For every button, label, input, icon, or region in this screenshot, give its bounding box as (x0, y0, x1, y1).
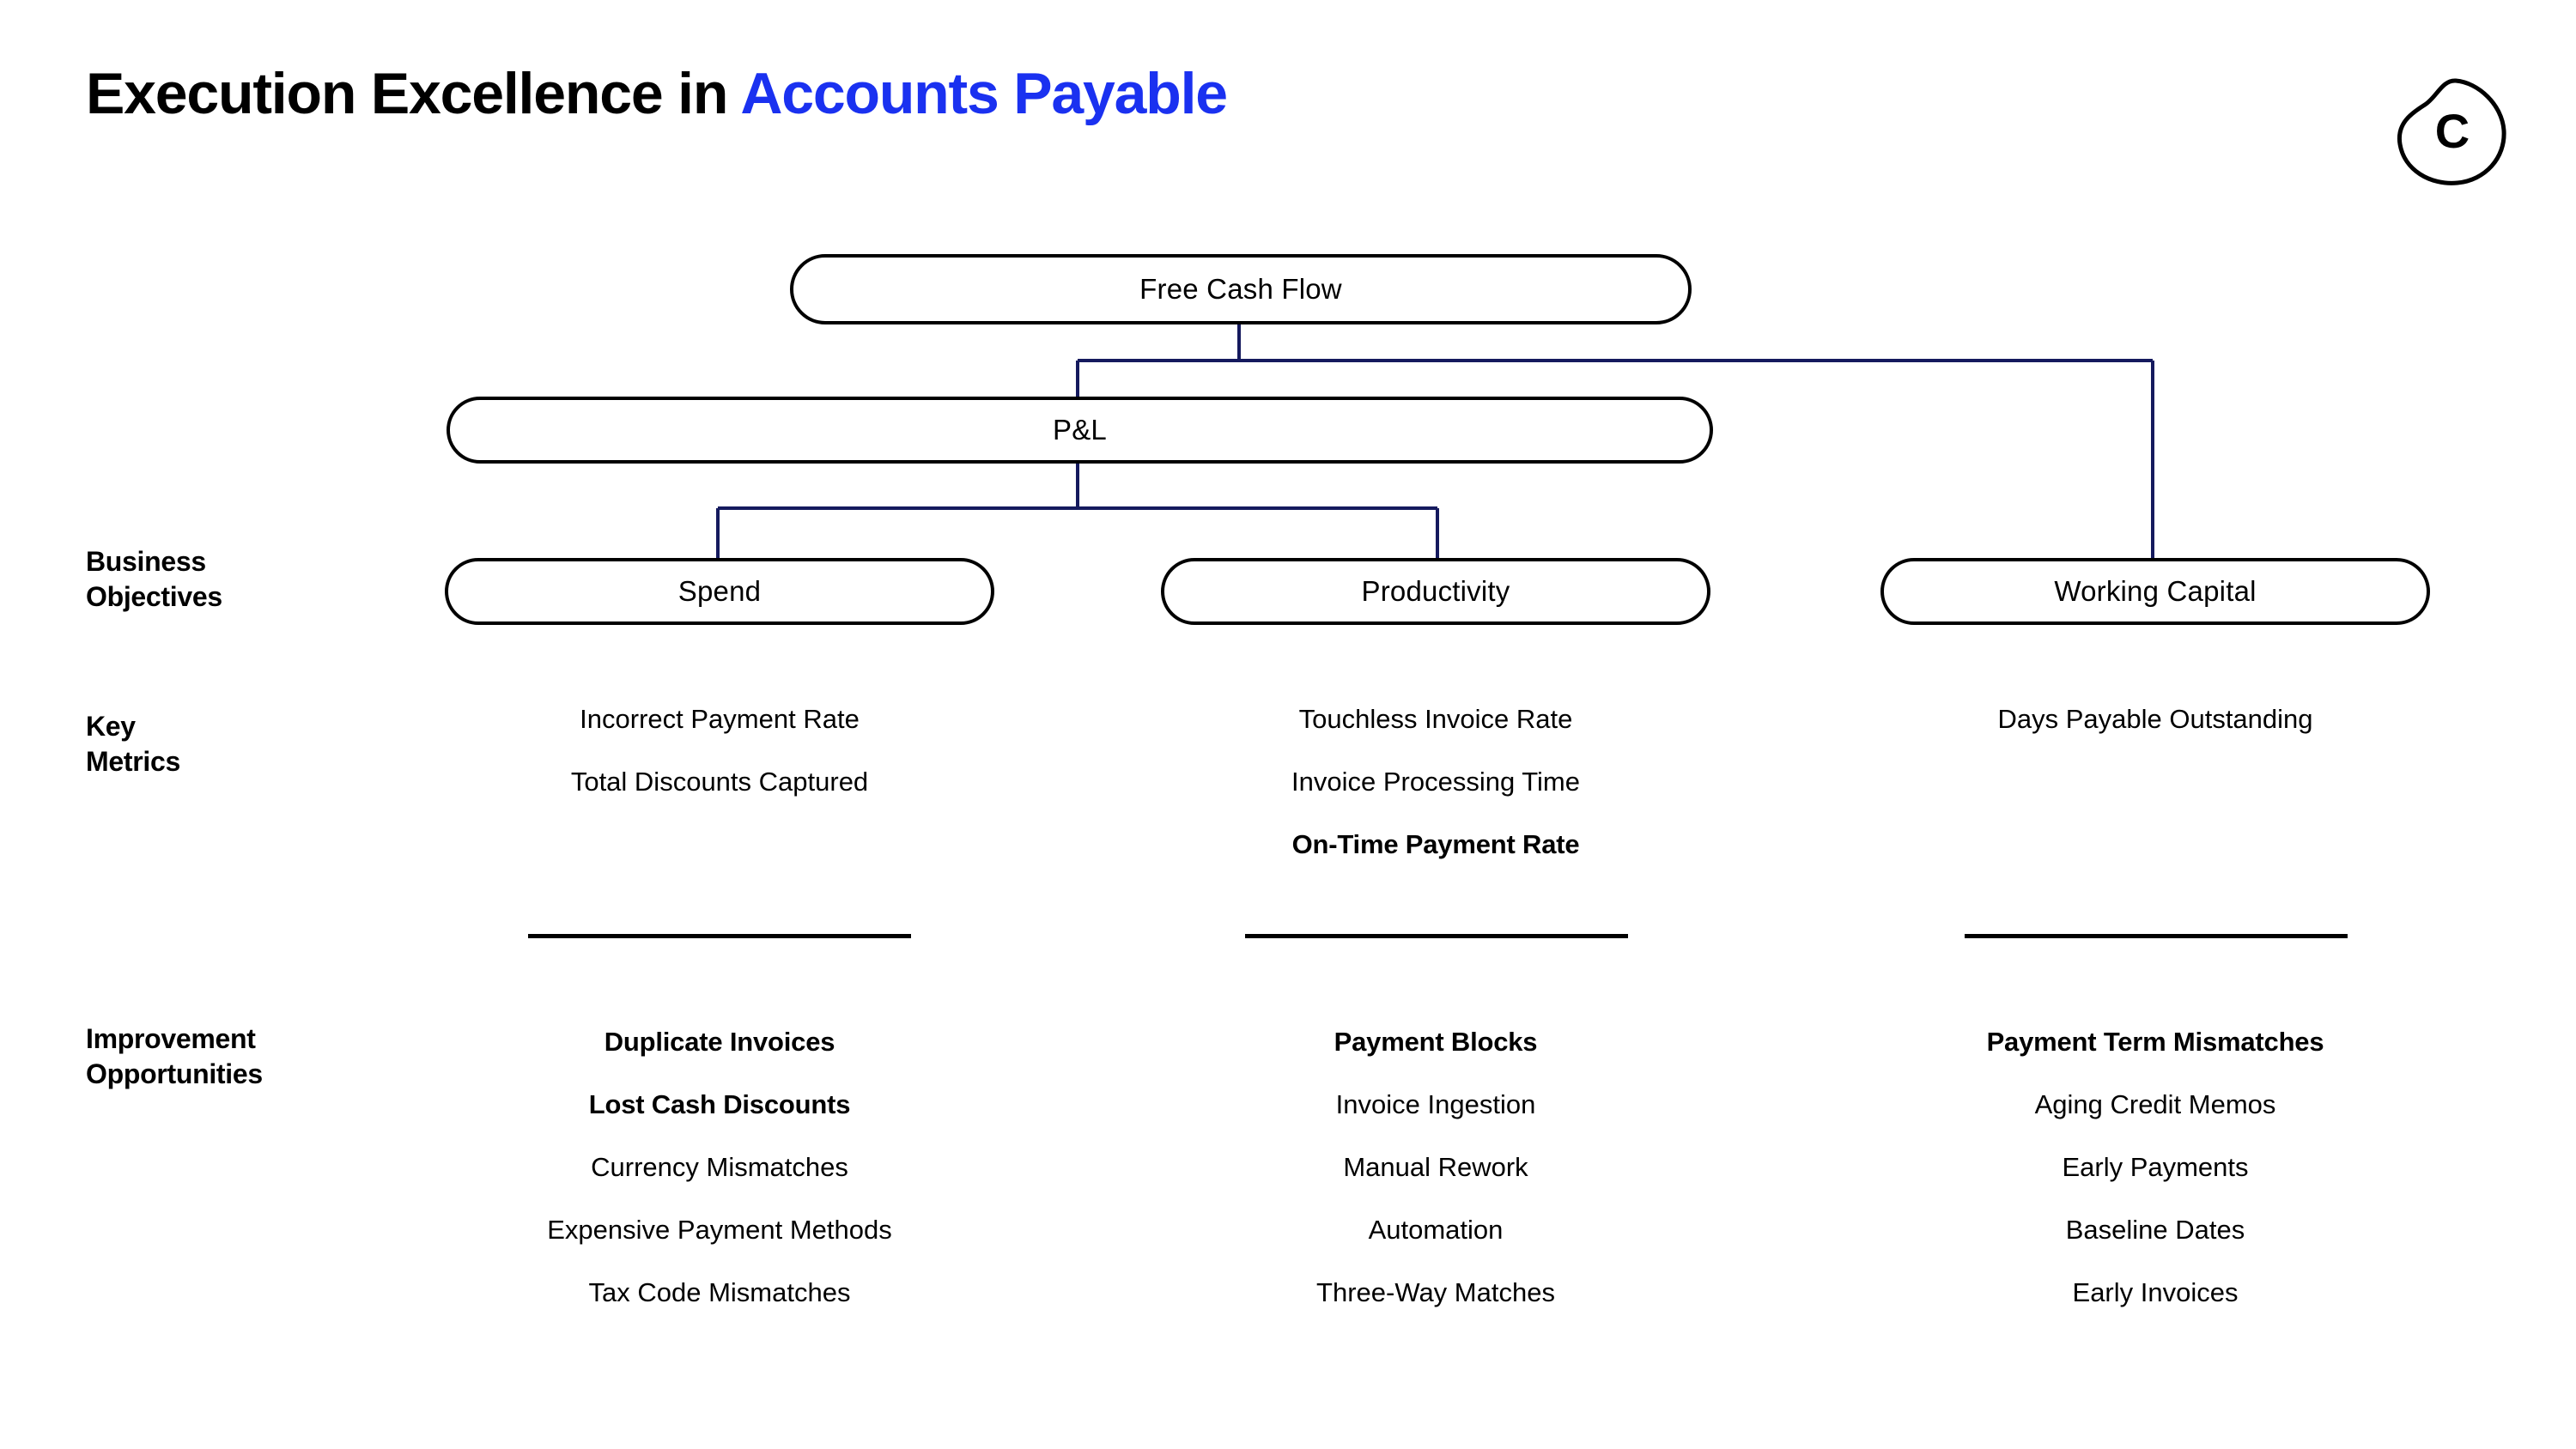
key-metric-item: Total Discounts Captured (570, 767, 869, 797)
node-spend[interactable]: Spend (445, 558, 994, 625)
column-divider-productivity (1245, 934, 1628, 938)
improvement-item: Payment Term Mismatches (1986, 1027, 2324, 1057)
improvement-item: Expensive Payment Methods (547, 1215, 892, 1245)
improvement-item: Currency Mismatches (591, 1152, 848, 1182)
improvement-item: Tax Code Mismatches (588, 1277, 851, 1307)
row-label-key-metrics: Key Metrics (86, 711, 180, 777)
key-metric-item: Days Payable Outstanding (1997, 704, 2313, 734)
improvement-item: Aging Credit Memos (2034, 1089, 2276, 1119)
node-working-capital[interactable]: Working Capital (1880, 558, 2430, 625)
blob-icon (2397, 78, 2506, 185)
brand-logo: C (2396, 76, 2509, 187)
key-metric-item: Touchless Invoice Rate (1298, 704, 1573, 734)
page-title: Execution Excellence in Accounts Payable (86, 61, 1228, 126)
row-label-improvement-opportunities: Improvement Opportunities (86, 1023, 263, 1089)
improvement-item: Early Invoices (2072, 1277, 2239, 1307)
node-pl[interactable]: P&L (447, 397, 1713, 464)
improvement-item: Lost Cash Discounts (588, 1089, 851, 1119)
page-title-highlight: Accounts Payable (740, 61, 1228, 126)
page-title-prefix: Execution Excellence in (86, 61, 741, 126)
key-metric-item: Invoice Processing Time (1291, 767, 1580, 797)
node-free-cash-flow[interactable]: Free Cash Flow (790, 254, 1692, 324)
improvement-item: Baseline Dates (2065, 1215, 2245, 1245)
improvement-item: Early Payments (2062, 1152, 2249, 1182)
key-metric-item: Incorrect Payment Rate (580, 704, 860, 734)
logo-letter: C (2435, 104, 2470, 158)
improvement-item: Duplicate Invoices (604, 1027, 835, 1057)
improvement-item: Manual Rework (1343, 1152, 1528, 1182)
improvement-item: Three-Way Matches (1316, 1277, 1555, 1307)
improvement-item: Invoice Ingestion (1335, 1089, 1536, 1119)
key-metrics-column-working-capital: Days Payable Outstanding (1880, 706, 2430, 732)
column-divider-working-capital (1965, 934, 2348, 938)
column-divider-spend (528, 934, 911, 938)
key-metric-item: On-Time Payment Rate (1291, 829, 1580, 859)
improvement-item: Automation (1368, 1215, 1504, 1245)
row-label-business-objectives: Business Objectives (86, 546, 222, 612)
improvement-item: Payment Blocks (1334, 1027, 1538, 1057)
node-productivity[interactable]: Productivity (1161, 558, 1710, 625)
